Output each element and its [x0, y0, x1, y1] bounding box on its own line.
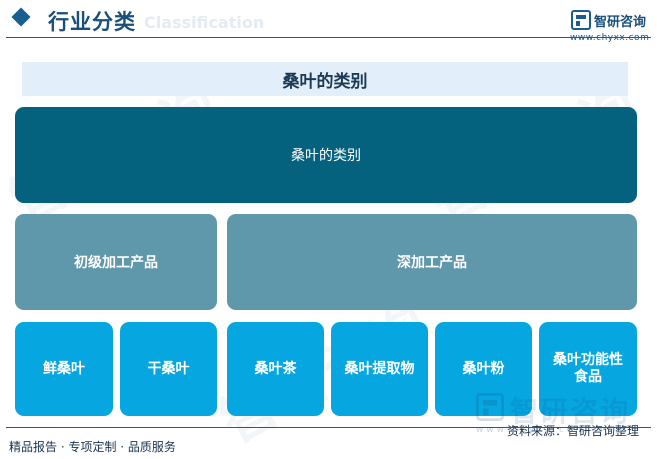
footer-slogan: 精品报告 · 专项定制 · 品质服务	[9, 440, 176, 454]
node-primary-processing: 初级加工产品	[15, 214, 217, 310]
watermark-logo-icon	[476, 393, 504, 421]
node-functional-food-label: 桑叶功能性食品	[553, 352, 623, 385]
node-primary-processing-label: 初级加工产品	[74, 255, 158, 271]
header-subtitle: Classification	[144, 13, 265, 32]
node-leaf-extract-label: 桑叶提取物	[344, 360, 415, 377]
brand-logo-icon	[571, 10, 591, 30]
watermark-url: w w w . c h y x x . c o m	[476, 425, 584, 435]
watermark-logo-text: 智研咨询	[510, 395, 631, 428]
header-title: 行业分类	[48, 10, 136, 34]
node-deep-processing: 深加工产品	[227, 214, 637, 310]
node-leaf-powder-label: 桑叶粉	[462, 360, 505, 377]
node-root-label: 桑叶的类别	[291, 148, 361, 164]
brand-url: www.chyxx.com	[570, 33, 650, 43]
diagram-title-band: 桑叶的类别	[22, 62, 628, 96]
diagram-title: 桑叶的类别	[282, 71, 368, 92]
footer-divider	[6, 427, 651, 428]
header-diamond-icon	[11, 7, 31, 27]
node-fresh-leaf: 鲜桑叶	[15, 322, 113, 416]
node-leaf-extract: 桑叶提取物	[331, 322, 428, 416]
source-note: 资料来源：智研咨询整理	[507, 424, 640, 438]
node-root: 桑叶的类别	[15, 107, 637, 203]
node-leaf-tea-label: 桑叶茶	[254, 360, 297, 377]
node-functional-food: 桑叶功能性食品	[539, 322, 637, 416]
node-fresh-leaf-label: 鲜桑叶	[43, 360, 85, 377]
node-dried-leaf-label: 干桑叶	[147, 360, 190, 377]
node-leaf-powder: 桑叶粉	[435, 322, 532, 416]
header-divider	[6, 37, 651, 38]
node-deep-processing-label: 深加工产品	[397, 255, 467, 271]
node-dried-leaf: 干桑叶	[120, 322, 217, 416]
brand-logo-text: 智研咨询	[594, 15, 647, 30]
node-leaf-tea: 桑叶茶	[227, 322, 324, 416]
